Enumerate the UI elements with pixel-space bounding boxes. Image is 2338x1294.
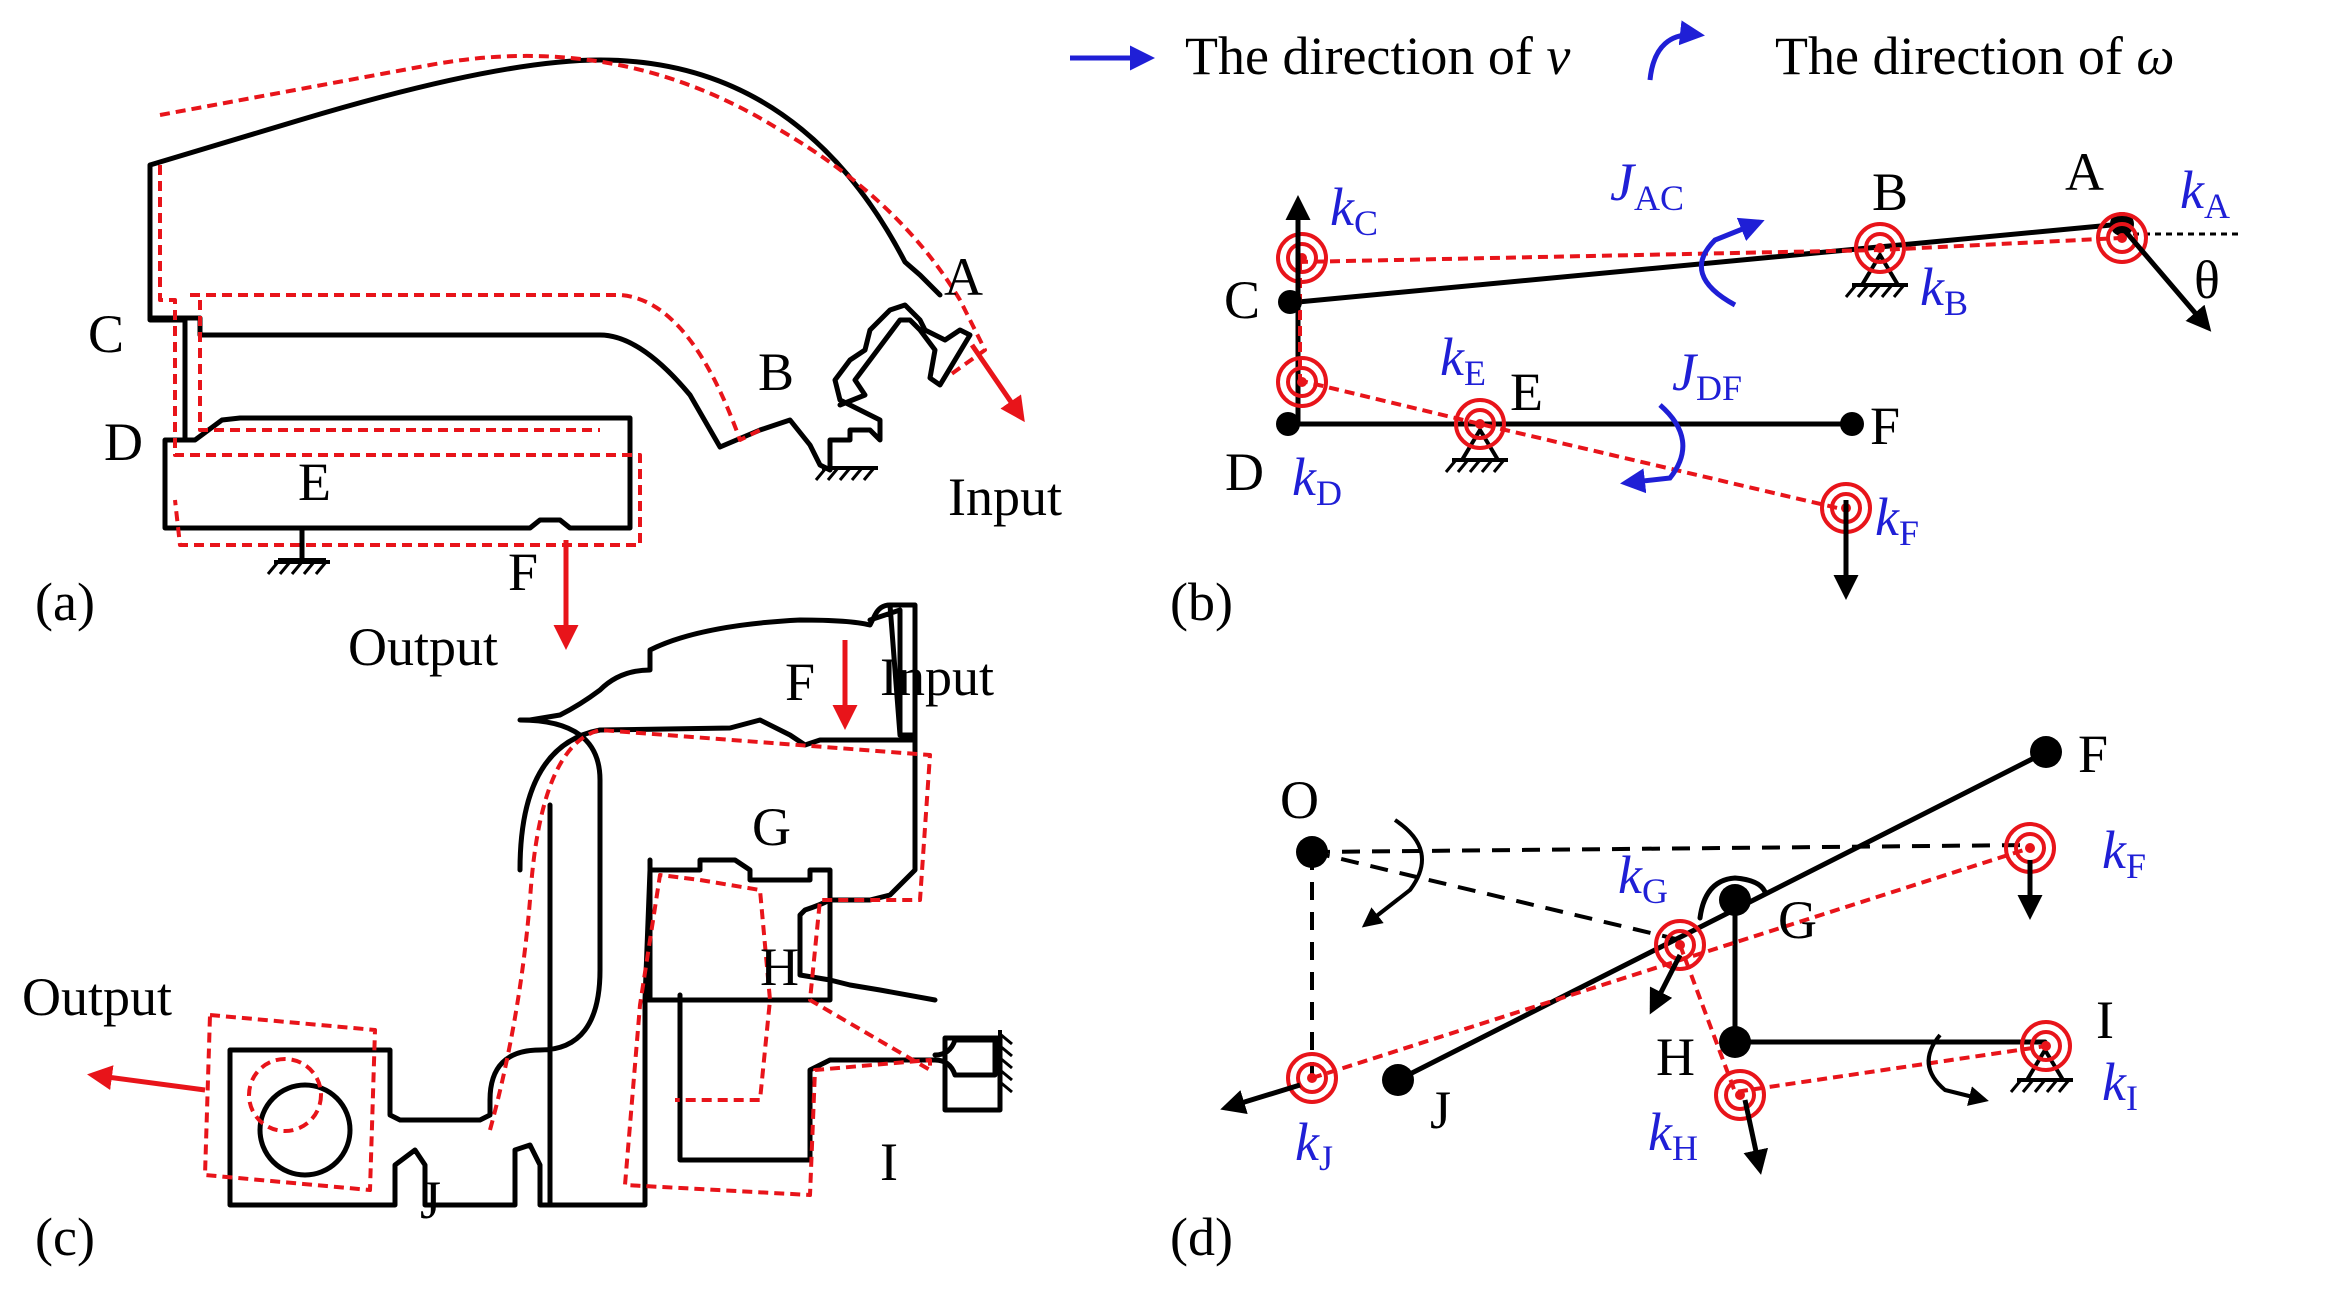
velocity-G-arrow	[1649, 953, 1683, 1015]
inertia-JAC-label: JAC	[1610, 152, 1684, 218]
panel-b-tag: (b)	[1170, 572, 1233, 632]
panel-d-label-G: G	[1778, 890, 1817, 950]
omega-AC-arrow	[1698, 217, 1765, 308]
panel-c-input-label: Input	[880, 647, 994, 707]
panel-b-label-A: A	[2065, 142, 2104, 202]
panel-a-label-A: A	[944, 247, 983, 307]
panel-b-label-F: F	[1870, 396, 1900, 456]
omega-HI-arrow	[1926, 1033, 1989, 1106]
panel-c-mechanism-outline	[227, 602, 998, 1208]
ground-symbol	[814, 466, 880, 482]
panel-a-input-label: Input	[948, 467, 1062, 527]
panel-c-label-H: H	[760, 937, 799, 997]
spring-kC-icon	[1276, 232, 1328, 284]
panel-a-label-B: B	[758, 342, 794, 402]
panel-b: A B C D E F θ kA kB kC kD kE kF JAC JDF …	[1170, 142, 2238, 632]
spring-kH-icon	[1714, 1069, 1766, 1121]
panel-d: O F G H I J kF kG kH kI kJ (d)	[1170, 724, 2146, 1267]
joint-D	[1276, 412, 1300, 436]
panel-a-label-C: C	[88, 304, 124, 364]
joint-H	[1719, 1026, 1751, 1058]
panel-d-deformed-links	[1311, 846, 2047, 1094]
velocity-H-arrow	[1742, 1099, 1769, 1175]
panel-a: A B C D E F Input Output (a)	[35, 53, 1062, 677]
panel-c-output-arrow	[87, 1065, 206, 1093]
spring-kG-label: kG	[1618, 845, 1668, 911]
panel-d-label-F: F	[2078, 724, 2108, 784]
panel-d-label-H: H	[1656, 1027, 1695, 1087]
legend: The direction of v The direction of ω	[1070, 20, 2175, 86]
panel-c-label-F: F	[785, 652, 815, 712]
panel-c-arm	[517, 717, 918, 873]
panel-a-tag: (a)	[35, 572, 95, 632]
svg-text:The direction of v: The direction of v	[1185, 26, 1570, 86]
panel-c-label-G: G	[752, 797, 791, 857]
panel-c: F G H I J Input Output (c)	[22, 602, 1014, 1267]
panel-b-theta: θ	[2194, 250, 2220, 310]
panel-b-label-C: C	[1224, 270, 1260, 330]
spring-kJ-icon	[1286, 1052, 1338, 1104]
legend-w-symbol: ω	[2136, 26, 2174, 86]
spring-kE-label: kE	[1440, 327, 1486, 393]
omega-DF-arrow	[1620, 403, 1686, 494]
link-CA	[1295, 221, 2125, 305]
panel-c-label-I: I	[880, 1132, 898, 1192]
legend-w-text: The direction of	[1775, 26, 2136, 86]
spring-kB-label: kB	[1920, 257, 1968, 323]
spring-kH-label: kH	[1648, 1102, 1698, 1168]
panel-c-label-J: J	[420, 1170, 441, 1230]
panel-c-ground-block	[942, 1035, 1003, 1113]
panel-a-label-E: E	[298, 452, 331, 512]
velocity-J-arrow	[1220, 1082, 1301, 1115]
angular-velocity-legend-icon	[1647, 20, 1705, 81]
omega-O-arrow	[1361, 818, 1424, 928]
velocity-A-arrow	[2124, 230, 2212, 332]
panel-c-tag: (c)	[35, 1207, 95, 1267]
panel-d-tag: (d)	[1170, 1207, 1233, 1267]
panel-d-label-I: I	[2096, 990, 2114, 1050]
panel-a-label-D: D	[104, 412, 143, 472]
panel-a-label-F: F	[508, 542, 538, 602]
inertia-JDF-label: JDF	[1672, 342, 1742, 408]
joint-F	[1840, 412, 1864, 436]
svg-text:The direction of ω: The direction of ω	[1775, 26, 2175, 86]
panel-d-hook	[1697, 875, 1768, 921]
panel-b-label-B: B	[1872, 162, 1908, 222]
joint-O	[1296, 836, 1328, 868]
panel-a-deformed-outline	[158, 53, 987, 547]
spring-kD-label: kD	[1292, 447, 1342, 513]
ground-symbol	[266, 560, 332, 576]
spring-kI-label: kI	[2102, 1052, 2138, 1118]
output-hole	[257, 1082, 353, 1178]
panel-d-dashed-frame	[1310, 843, 2031, 1075]
spring-kF-label: kF	[2102, 820, 2146, 886]
panel-a-output-label: Output	[348, 617, 498, 677]
joint-F	[2030, 736, 2062, 768]
output-hole-deformed	[247, 1057, 323, 1133]
input-arrow	[969, 343, 1025, 423]
panel-b-label-D: D	[1225, 442, 1264, 502]
spring-kJ-label: kJ	[1295, 1112, 1333, 1178]
spring-kC-label: kC	[1330, 177, 1378, 243]
spring-kA-label: kA	[2180, 160, 2230, 226]
spring-kF-label: kF	[1875, 487, 1919, 553]
spring-kI-icon	[2020, 1020, 2072, 1072]
legend-v-text: The direction of	[1185, 26, 1546, 86]
legend-v-symbol: v	[1546, 26, 1570, 86]
panel-c-deformed-outline	[203, 728, 932, 1197]
panel-d-label-O: O	[1280, 770, 1319, 830]
joint-G	[1719, 884, 1751, 916]
panel-b-label-E: E	[1510, 362, 1543, 422]
panel-d-label-J: J	[1430, 1080, 1451, 1140]
joint-J	[1382, 1064, 1414, 1096]
link-JF	[1395, 749, 2049, 1083]
panel-c-output-label: Output	[22, 967, 172, 1027]
